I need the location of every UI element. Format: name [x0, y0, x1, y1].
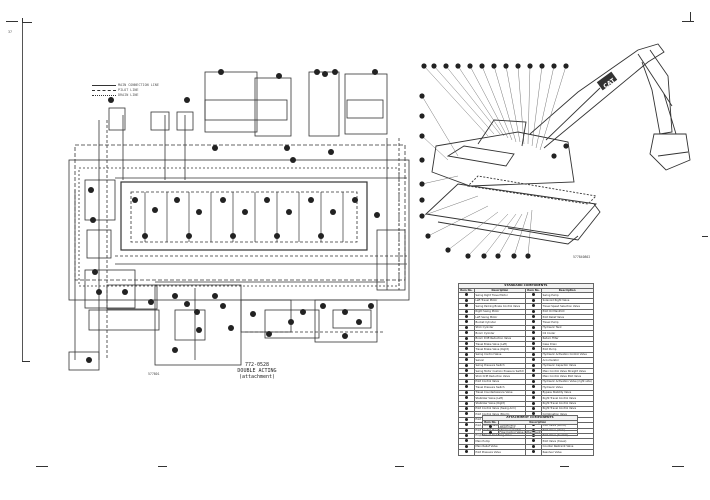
drawing-title-block: 772-0528 DOUBLE ACTING (attachment): [222, 362, 292, 380]
crop-mark: [22, 22, 23, 362]
crop-mark: [36, 466, 48, 467]
crop-mark: [22, 22, 32, 23]
legend-pilot-line: PILOT LINE: [92, 88, 138, 92]
hydraulic-schematic: [68, 69, 410, 371]
crop-mark: [22, 361, 30, 362]
item-marker: [525, 449, 542, 456]
table-row: Travel Brake Valve (Left)Case Drain: [458, 340, 594, 348]
crop-mark: [560, 466, 569, 467]
page-number: 37: [8, 30, 13, 34]
table-row: Pilot Pressure Valve Resolver Valve: [458, 449, 594, 456]
table-row: Flow Control Valve (Attachment): [482, 429, 579, 437]
component-description: Resolver Valve: [540, 449, 594, 456]
illustration-reference: 577840802: [573, 255, 591, 259]
crop-mark: [690, 12, 691, 22]
component-description: Flow Control Valve (Attachment): [497, 429, 579, 437]
standard-components-table: STANDARD COMPONENTS Item No. Description…: [458, 283, 594, 456]
crop-mark: [672, 466, 684, 467]
drawing-number: 772-0528: [244, 362, 270, 368]
legend-main-line: MAIN CONNECTION LINE: [92, 83, 159, 87]
column-header: Item No.: [482, 419, 499, 426]
sheet-reference: 577801: [148, 372, 160, 376]
crop-mark: [682, 21, 694, 22]
item-marker: [482, 429, 499, 437]
column-header: Item No.: [458, 287, 475, 294]
component-description: Pilot Pressure Valve: [473, 449, 527, 456]
excavator-illustration: CAT: [419, 43, 691, 259]
attachment-components-table: ATTACHMENT COMPONENTS Item No. Descripti…: [482, 415, 579, 437]
crop-mark: [702, 236, 708, 237]
crop-mark: [6, 21, 18, 22]
column-header: Item No.: [525, 287, 542, 294]
crop-mark: [395, 466, 404, 467]
crop-mark: [158, 466, 167, 467]
item-marker: [458, 449, 475, 456]
drawing-title: DOUBLE ACTING (attachment): [237, 368, 277, 380]
legend-drain-line: DRAIN LINE: [92, 93, 138, 97]
